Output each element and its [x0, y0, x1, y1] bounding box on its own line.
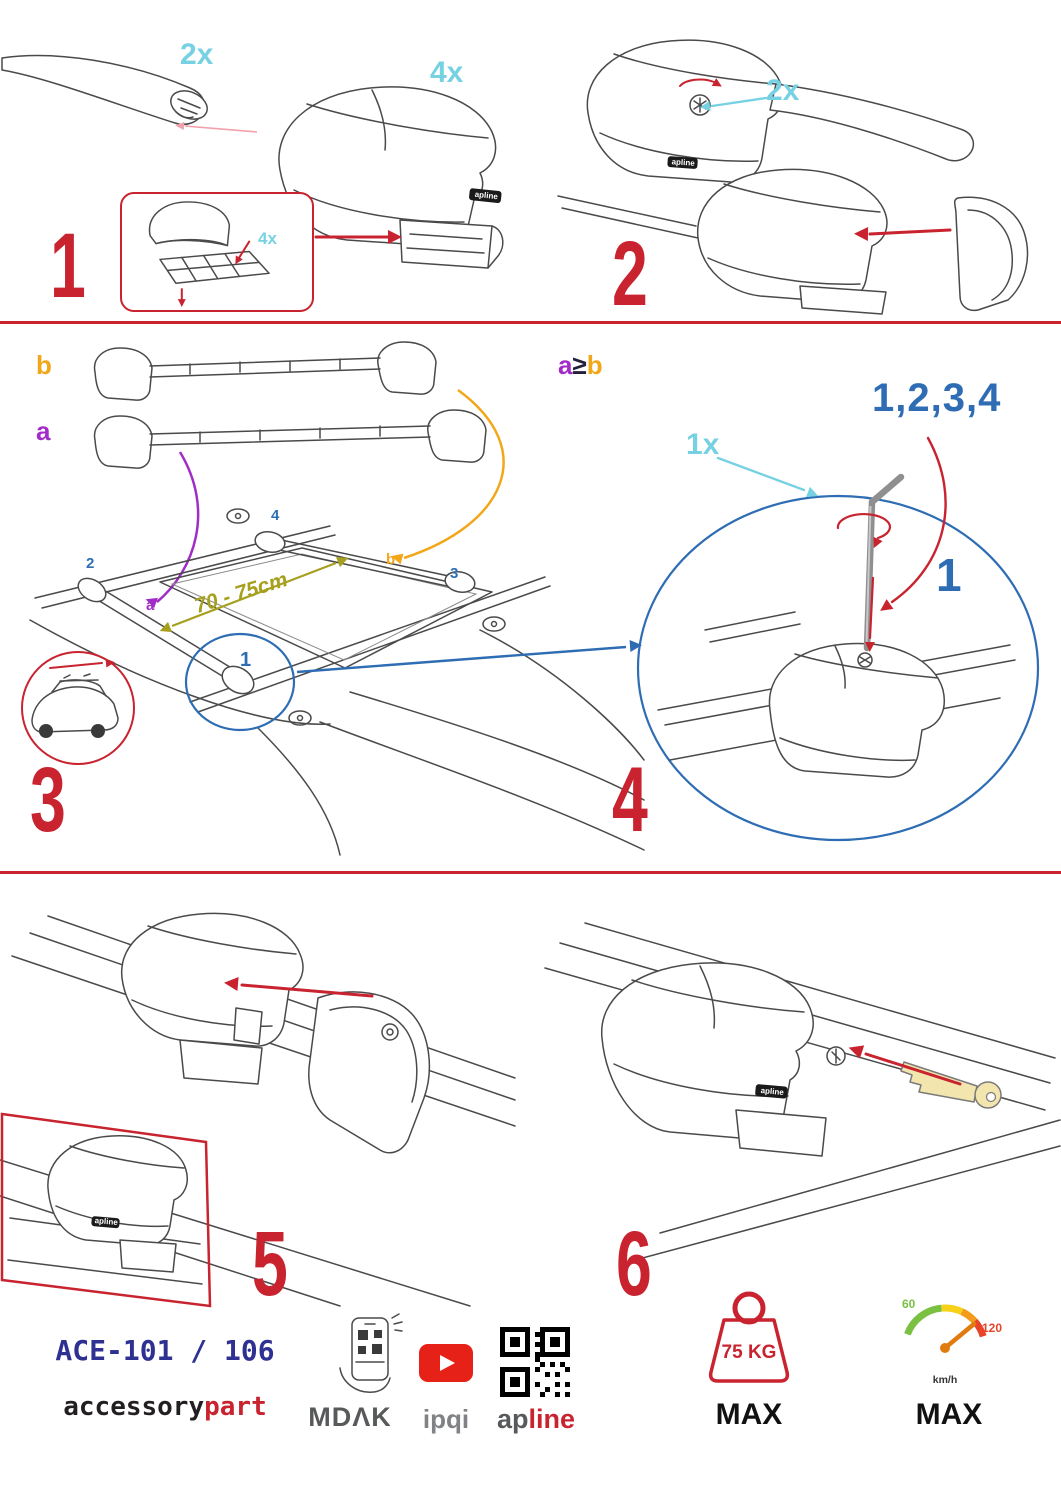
needle-icon — [942, 1321, 977, 1351]
step-2-number: 2 — [612, 223, 648, 325]
lock-cylinder-icon — [381, 1023, 399, 1041]
bar-quantity-label: 2x — [180, 38, 214, 71]
apline-red: line — [528, 1404, 576, 1434]
tool-quantity-label: 1x — [686, 428, 720, 461]
pad-quantity-label: 4x — [258, 229, 277, 248]
speed-low-label: 60 — [902, 1297, 916, 1311]
svg-text:apline: apline — [474, 190, 498, 201]
crossbar-a-illustration — [93, 409, 487, 469]
apline-badge: apline — [91, 1216, 120, 1229]
rubber-pad-illustration — [148, 201, 270, 308]
tightening-detail-illustration — [636, 436, 1040, 842]
rule-a: a — [558, 350, 573, 380]
step-5-number: 5 — [252, 1213, 288, 1315]
tighten-order-label: 1,2,3,4 — [872, 376, 1002, 420]
position-2-label: 2 — [86, 555, 95, 572]
roof-b-label: b — [386, 551, 396, 568]
step-1-number: 1 — [50, 215, 86, 317]
screw-quantity-label: 2x — [766, 74, 800, 107]
apline-badge: apline — [667, 156, 698, 169]
screw-pointer-arrow-icon — [700, 96, 768, 111]
max-weight-icon: 75 KG — [708, 1291, 790, 1383]
speed-unit-label: km/h — [933, 1374, 958, 1386]
weight-max-label: MAX — [715, 1398, 783, 1431]
installed-foot-inset: apline — [0, 1112, 212, 1308]
scan-phone-icon — [339, 1313, 403, 1393]
qr-code-icon — [497, 1324, 573, 1400]
length-rule-label: a≥b — [558, 352, 603, 378]
foot-assembly-illustration: apline — [278, 86, 504, 269]
svg-text:apline: apline — [671, 157, 695, 168]
bar-b-label: b — [36, 350, 52, 380]
endcap-assembly-illustration: apline — [557, 39, 1029, 315]
svg-text:apline: apline — [760, 1086, 784, 1097]
insert-arrow-icon — [314, 230, 402, 244]
roof-a-label: a — [146, 597, 155, 614]
model-number: ACE-101 / 106 — [55, 1334, 275, 1367]
apline-badge: apline — [469, 188, 502, 203]
mdak-logo: MDΛK — [308, 1402, 392, 1432]
speed-max-label: MAX — [915, 1398, 983, 1431]
crossbar-illustration — [1, 54, 208, 126]
rule-b: b — [586, 350, 603, 380]
step-6-number: 6 — [616, 1213, 652, 1315]
step-4-number: 4 — [612, 749, 648, 851]
allen-key-icon — [863, 473, 905, 652]
speed-high-label: 120 — [982, 1321, 1002, 1335]
zoom-circle — [636, 494, 1040, 842]
brand-part: part — [204, 1392, 267, 1422]
apline-logo: apline — [486, 1404, 586, 1435]
ipqi-logo: ipqi — [422, 1404, 470, 1434]
crossbar-b-illustration — [93, 341, 437, 401]
position-3-label: 3 — [450, 565, 459, 582]
bar-a-label: a — [36, 416, 51, 446]
foot-quantity-label: 4x — [430, 56, 464, 89]
position-4-label: 4 — [271, 507, 280, 524]
brand-logo: accessorypart — [48, 1392, 282, 1422]
rule-operator: ≥ — [572, 350, 587, 380]
detail-circle — [184, 632, 296, 732]
position-1-label: 1 — [240, 649, 252, 671]
weight-value-label: 75 KG — [722, 1342, 777, 1363]
first-position-label: 1 — [936, 549, 962, 601]
roof-mounting-illustration — [21, 341, 645, 856]
section-divider — [0, 321, 1061, 324]
cover-slide-illustration: apline — [0, 912, 516, 1308]
svg-text:apline: apline — [94, 1216, 118, 1227]
step-3-number: 3 — [30, 749, 66, 851]
speedometer-icon: 60 120 km/h — [902, 1297, 1002, 1386]
apline-badge: apline — [755, 1084, 788, 1099]
section-divider — [0, 871, 1061, 874]
brand-accessory: accessory — [63, 1392, 205, 1422]
rubber-pad-inset: 4x — [120, 192, 314, 312]
apline-gray: ap — [496, 1404, 529, 1434]
locking-illustration: apline — [544, 922, 1061, 1261]
youtube-icon — [419, 1344, 473, 1382]
bar-pointer-line — [175, 122, 258, 133]
car-inset — [21, 651, 135, 765]
